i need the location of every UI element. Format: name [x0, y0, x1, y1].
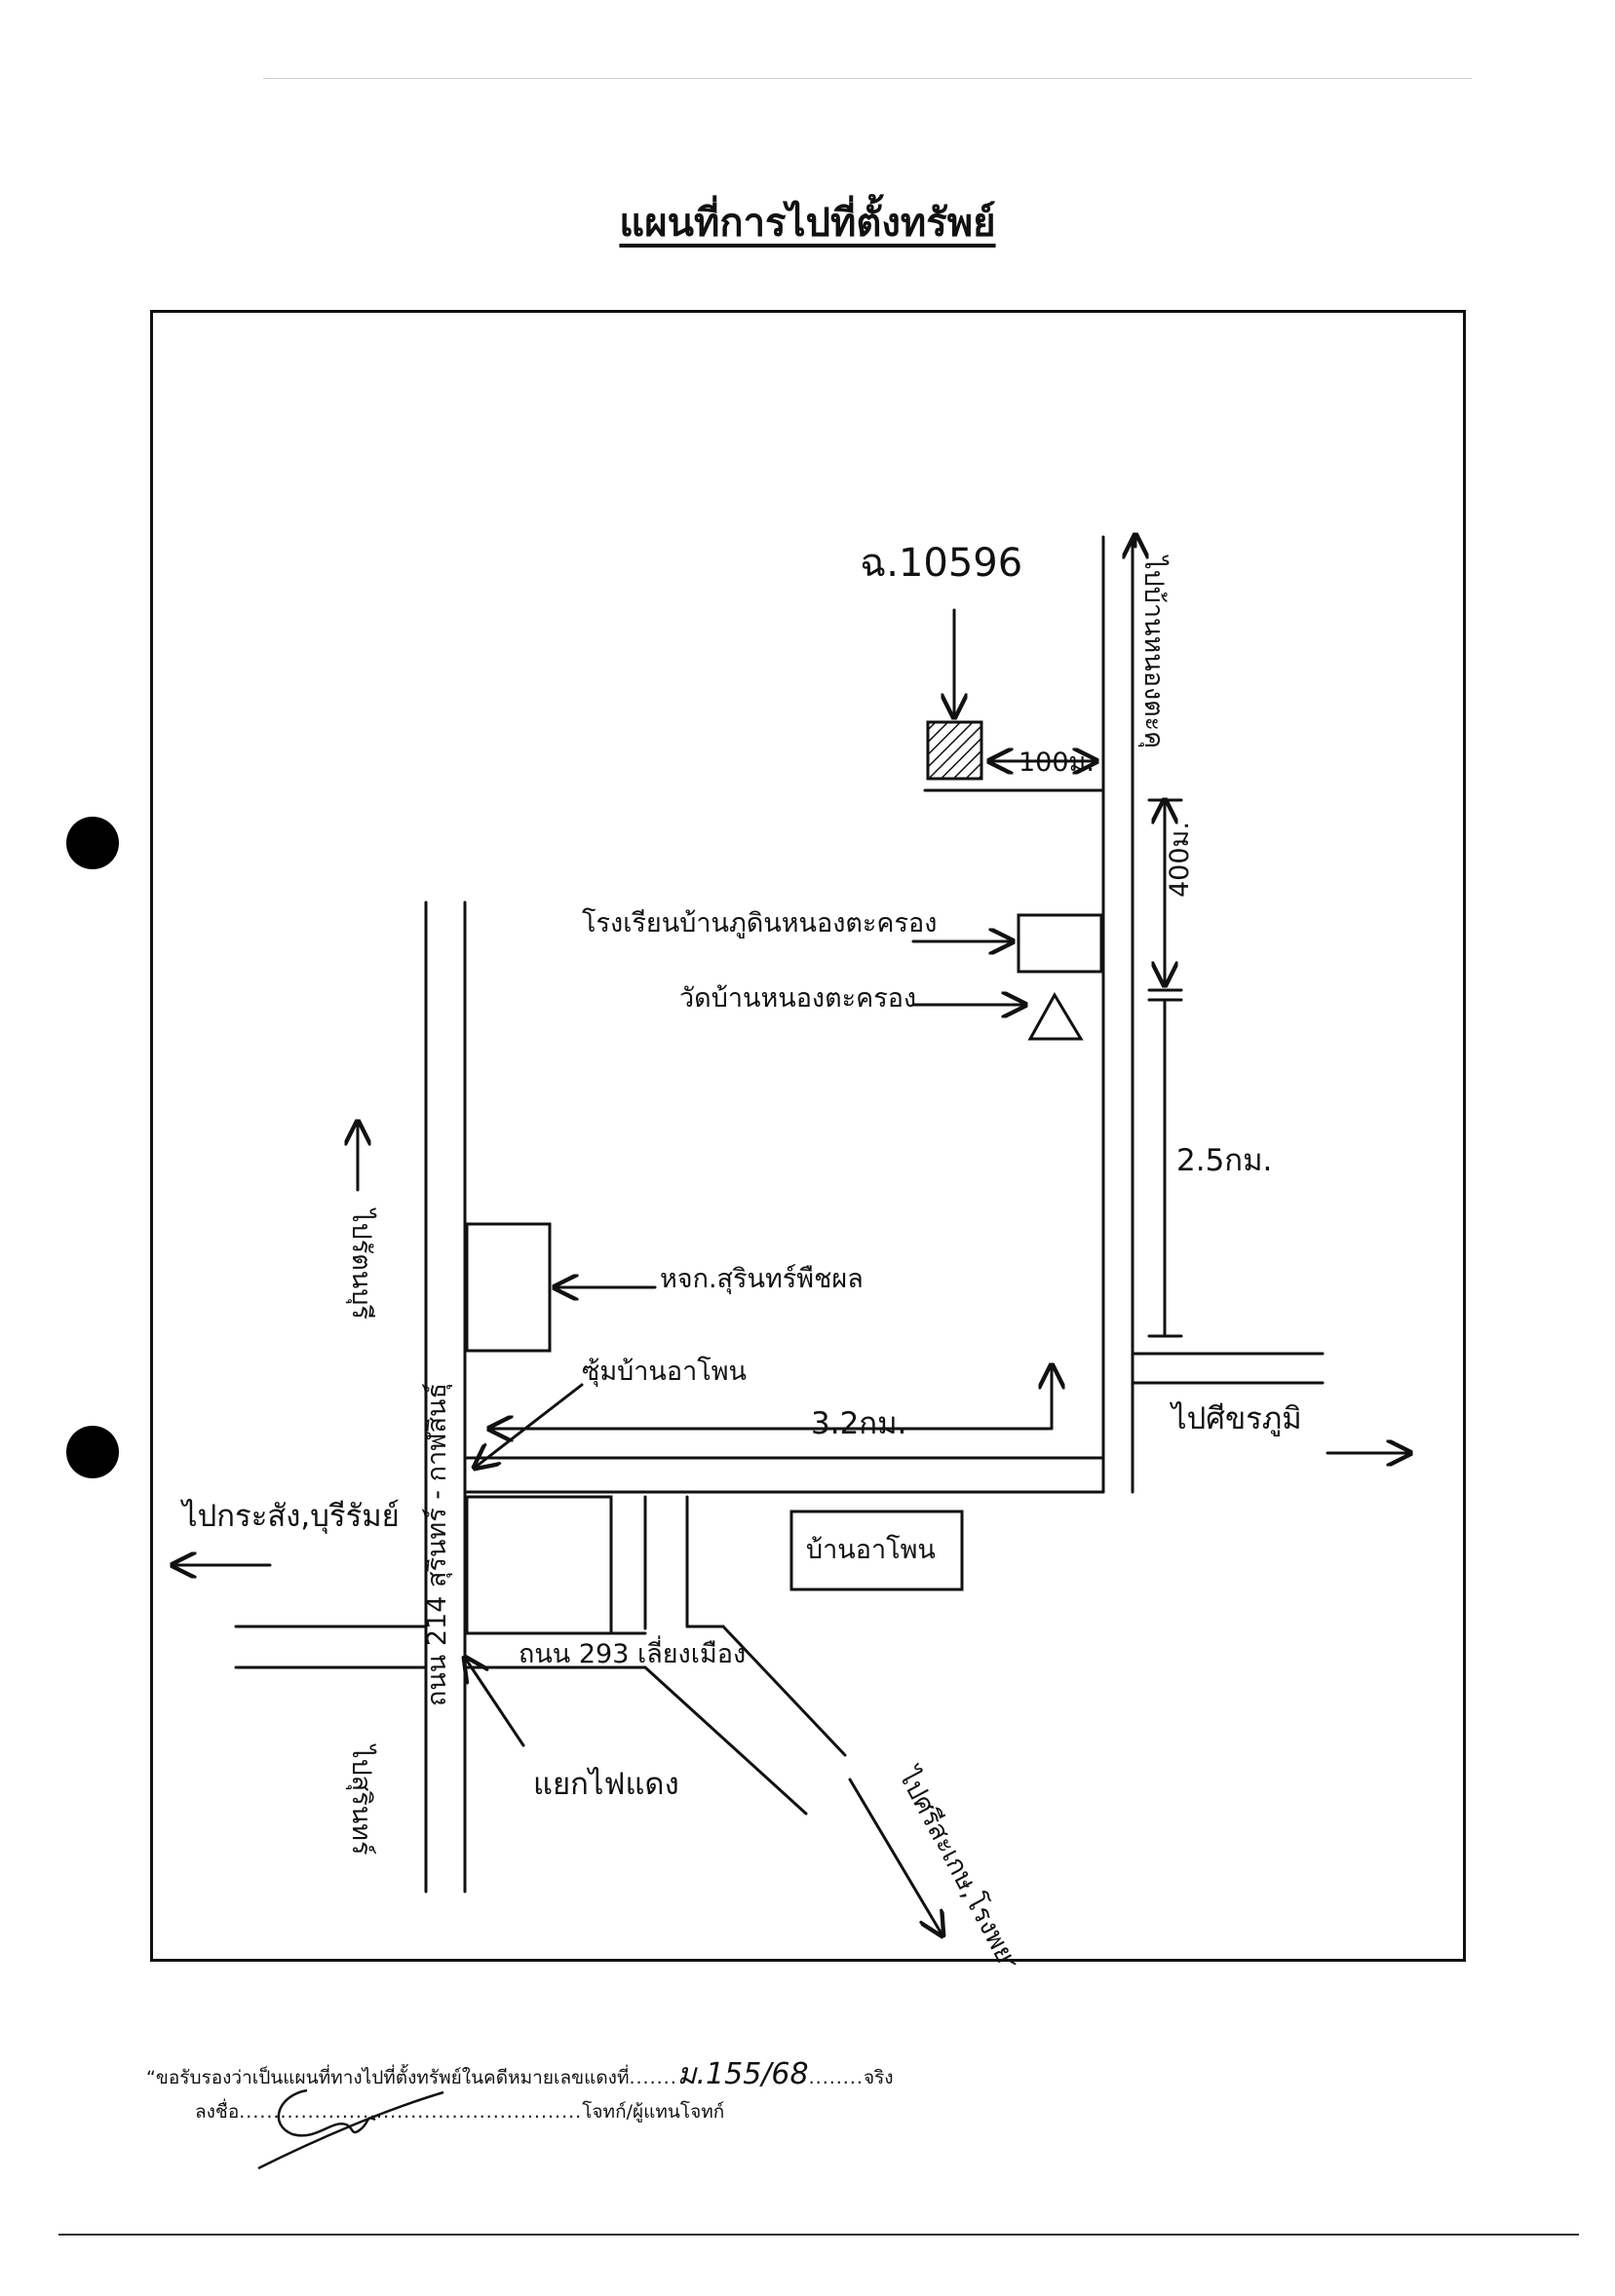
- village-arpon-box: [789, 1510, 964, 1591]
- arrow-southeast: [848, 1778, 942, 1935]
- dist-3-2km-label: 3.2กม.: [811, 1406, 906, 1441]
- road-293-label: ถนน 293 เลี่ยงเมือง: [519, 1635, 746, 1669]
- to-sisaket-label: ไปศรีสะเกษ,โรงพยาบาล: [892, 1762, 1050, 1965]
- village-arpon-label: บ้านอาโพน: [806, 1535, 936, 1565]
- temple-label: วัดบ้านหนองตะครอง: [679, 983, 916, 1014]
- road-west: [234, 1625, 428, 1669]
- punch-hole-top: [66, 817, 119, 869]
- arrow-junction: [475, 1383, 584, 1468]
- signature-dots: ........................................…: [239, 2101, 583, 2123]
- to-krasang-label: ไปกระสัง,บุรีรัมย์: [179, 1499, 400, 1535]
- road-east: [1131, 1352, 1325, 1385]
- dist-100m-label: 100ม.: [1019, 747, 1095, 778]
- dist-400m-label: 400ม.: [1165, 822, 1195, 898]
- to-north-label: ไปบ้านหนองตะคุ: [1137, 555, 1169, 748]
- parcel-id-label: ฉ.10596: [860, 541, 1022, 586]
- to-top-left-label: ไปรัตนบุรี: [345, 1207, 376, 1320]
- road-214: [424, 900, 467, 1894]
- road-214-label: ถนน 214 สุรินทร์ - กาฬสินธุ์: [421, 1383, 453, 1706]
- school-building: [1017, 913, 1103, 974]
- page-title: แผนที่การไปที่ตั้งทรัพย์: [619, 200, 996, 246]
- block-left: [465, 1495, 613, 1635]
- road-293: [463, 1495, 847, 1816]
- location-map: ฉ.10596 100ม. ไปบ้านหนองตะคุ 400ม. โรงเร…: [150, 310, 1469, 1965]
- road-arpon: [465, 1456, 1105, 1494]
- temple-symbol: [1027, 992, 1084, 1041]
- punch-hole-bottom: [66, 1426, 119, 1478]
- shop-label: หจก.สุรินทร์พืชผล: [660, 1263, 864, 1295]
- junction-arpon-label: ซุ้มบ้านอาโพน: [582, 1357, 747, 1388]
- case-number-dots: .......: [629, 2067, 677, 2088]
- certify-suffix: จริง: [863, 2067, 894, 2088]
- parcel-marker: [926, 720, 983, 781]
- case-number: ม.155/68: [676, 2057, 809, 2091]
- signature-mark: [257, 2088, 444, 2170]
- traffic-light-label: แยกไฟแดง: [533, 1767, 679, 1802]
- case-number-dots-end: ........: [808, 2067, 864, 2088]
- shop-building: [465, 1222, 552, 1353]
- arrow-traffic-light: [465, 1658, 525, 1747]
- map-drawing: ฉ.10596 100ม. ไปบ้านหนองตะคุ 400ม. โรงเร…: [153, 313, 1469, 1965]
- bottom-rule: [58, 2234, 1579, 2236]
- dist-2-5km-label: 2.5กม.: [1176, 1143, 1272, 1178]
- certify-prefix: “ขอรับรองว่าเป็นแผนที่ทางไปที่ตั้งทรัพย์…: [146, 2067, 630, 2088]
- road-north: [1101, 535, 1134, 1494]
- to-bottom-left-label: ไปสุรินทร์: [345, 1743, 377, 1855]
- signature-line: ลงชื่อ..................................…: [195, 2097, 724, 2126]
- sign-label: ลงชื่อ: [195, 2101, 240, 2123]
- signer-role: โจทก์/ผู้แทนโจทก์: [582, 2101, 725, 2123]
- certification-line: “ขอรับรองว่าเป็นแผนที่ทางไปที่ตั้งทรัพย์…: [146, 2051, 894, 2097]
- to-sikhoraphum-label: ไปศีขรภูมิ: [1169, 1401, 1302, 1436]
- school-label: โรงเรียนบ้านภูดินหนองตะครอง: [582, 908, 937, 938]
- top-scan-rule: [263, 78, 1472, 79]
